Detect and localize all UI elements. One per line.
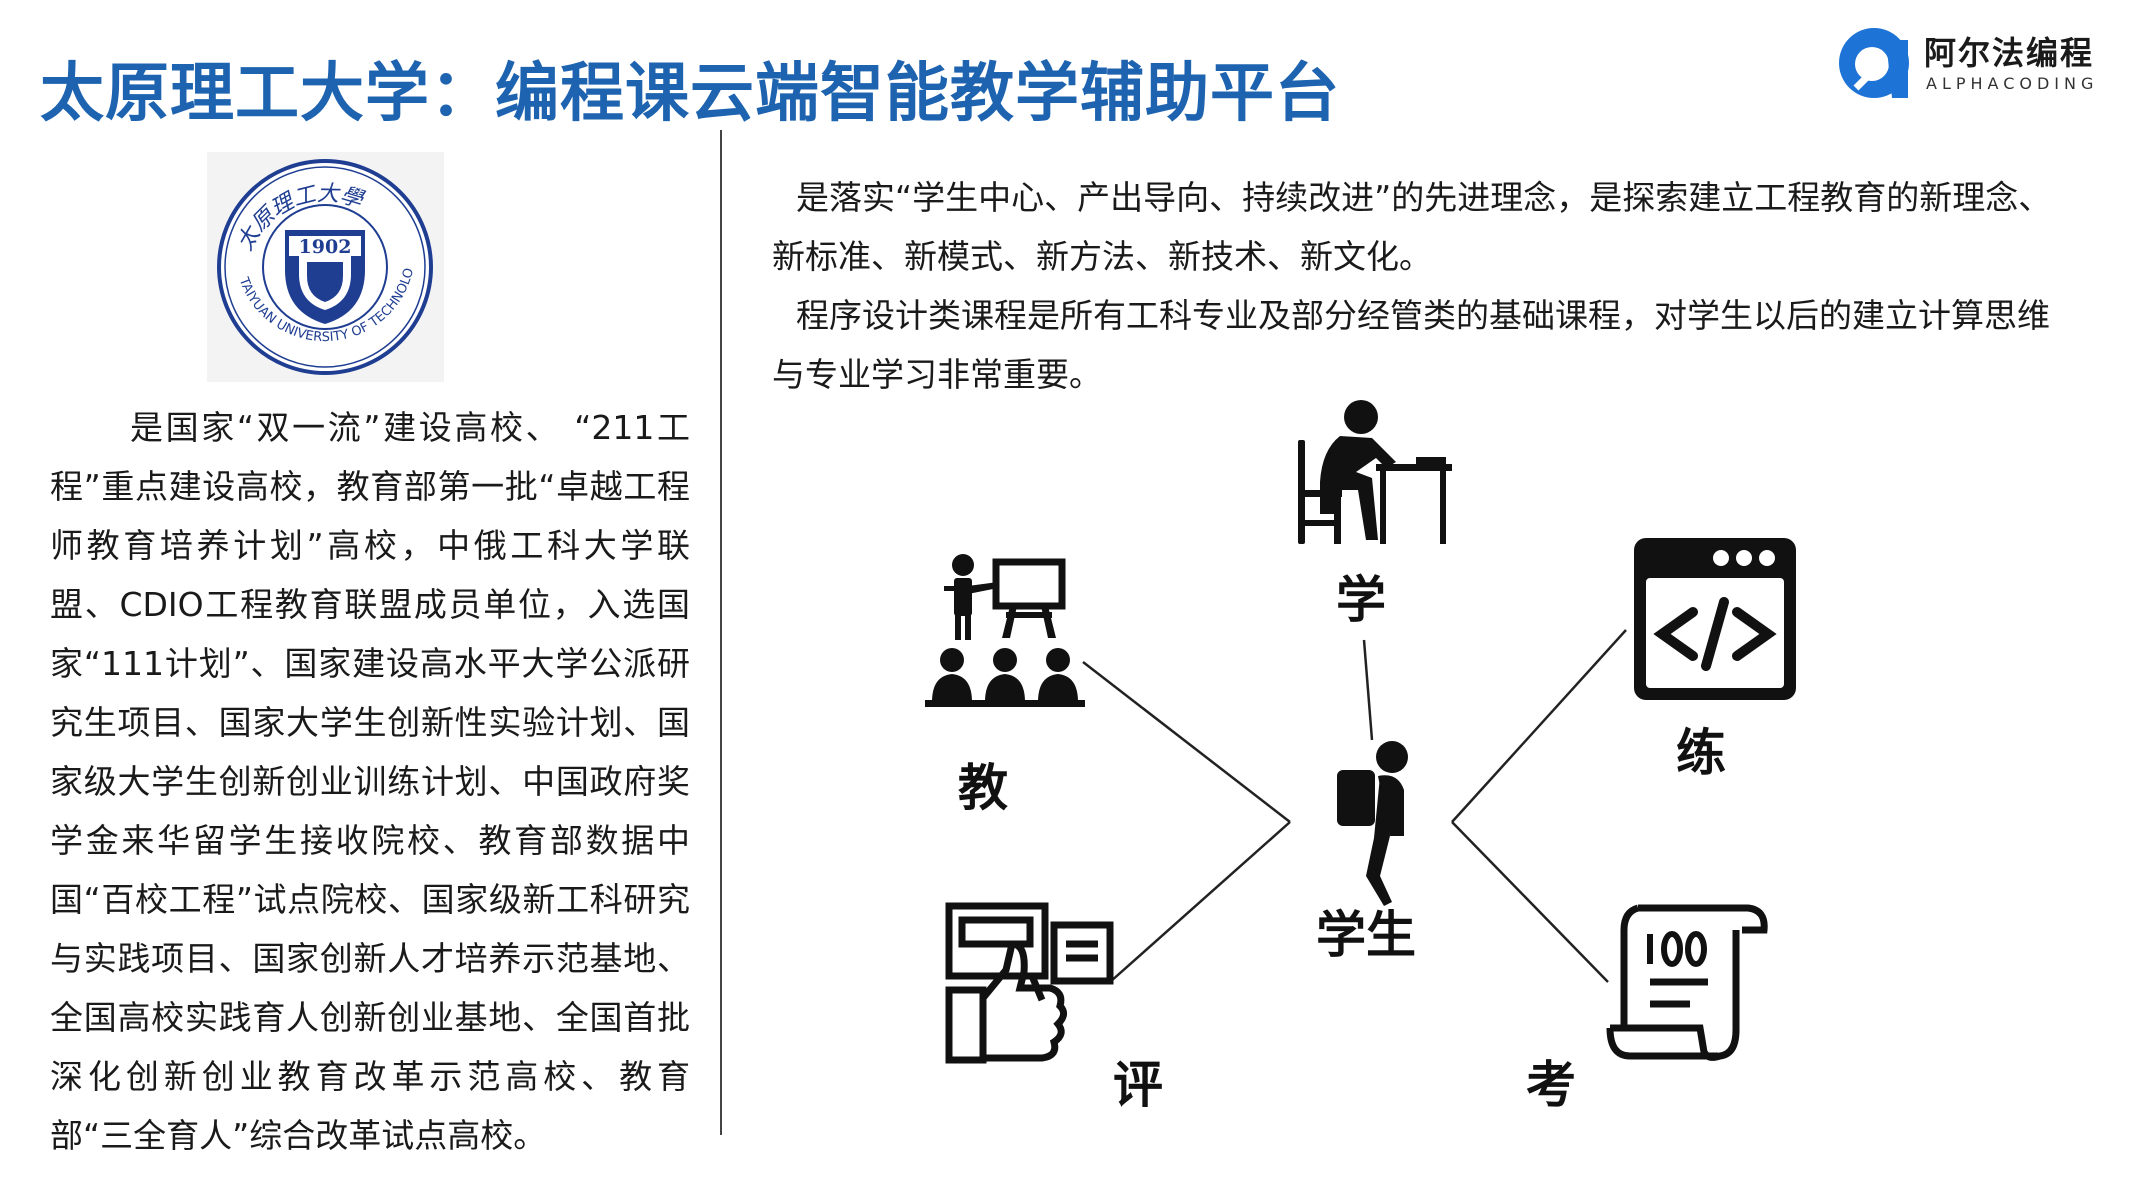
brand-subtitle: ALPHACODING (1926, 74, 2099, 93)
description-paragraph-2: 程序设计类课程是所有工科专业及部分经管类的基础课程，对学生以后的建立计算思维与专… (772, 296, 2050, 394)
university-logo: 太原理工大學 TAIYUAN UNIVERSITY OF TECHNOLOGY … (207, 152, 444, 382)
code-window-icon (1634, 538, 1796, 700)
student-backpack-icon (1337, 741, 1408, 906)
study-desk-icon (1298, 400, 1452, 544)
feedback-thumbs-up-icon (945, 902, 1114, 1064)
alphacoding-logo-icon (1839, 28, 1909, 98)
platform-description: 是落实“学生中心、产出导向、持续改进”的先进理念，是探索建立工程教育的新理念、新… (772, 168, 2072, 404)
score-scroll-icon (1606, 904, 1768, 1061)
column-divider (720, 130, 722, 1135)
node-label-learn: 学 (1336, 571, 1386, 629)
node-label-teach: 教 (958, 759, 1008, 817)
diagram-connectors (1082, 629, 1627, 983)
description-paragraph-1: 是落实“学生中心、产出导向、持续改进”的先进理念，是探索建立工程教育的新理念、新… (772, 178, 2052, 276)
brand-name: 阿尔法编程 (1924, 34, 2095, 72)
university-description: 是国家“双一流”建设高校、 “211工程”重点建设高校，教育部第一批“卓越工程师… (50, 408, 690, 1155)
logo-year: 1902 (299, 236, 352, 258)
teacher-board-icon (925, 554, 1085, 707)
page-title: 太原理工大学：编程课云端智能教学辅助平台 (40, 57, 1340, 131)
brand-logo: 阿尔法编程 ALPHACODING (1836, 26, 2096, 101)
node-label-practice: 练 (1676, 724, 1726, 782)
university-seal-icon: 太原理工大學 TAIYUAN UNIVERSITY OF TECHNOLOGY … (207, 152, 433, 375)
center-label-student: 学生 (1316, 906, 1416, 964)
node-label-exam: 考 (1526, 1056, 1576, 1114)
node-label-evaluate: 评 (1113, 1056, 1163, 1114)
